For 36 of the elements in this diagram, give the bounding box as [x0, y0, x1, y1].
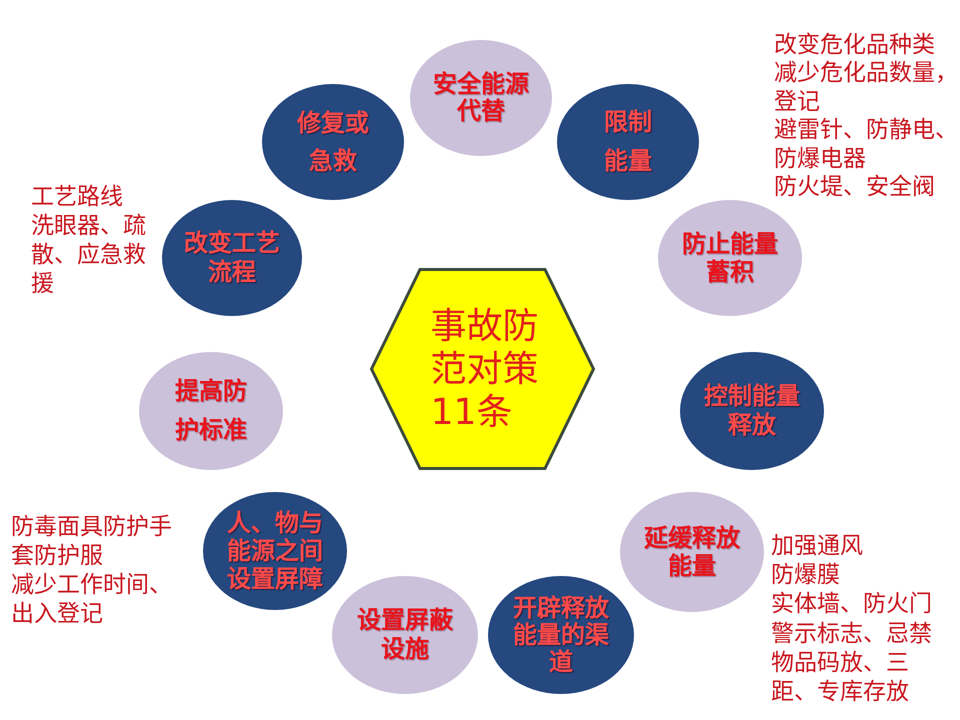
side-note: 工艺路线: [31, 183, 124, 212]
node-label: 事故防范对策11条: [430, 304, 540, 434]
strategy-ellipse: [162, 200, 302, 316]
node-label: 限制能量: [603, 107, 653, 177]
node-label: 设置屏蔽设施: [356, 606, 454, 664]
side-note: 洗眼器、疏散、应急救援: [31, 212, 146, 299]
strategy-ellipse: [680, 352, 824, 470]
node-label: 人、物与能源之间设置屏障: [226, 509, 324, 593]
strategy-ellipse: [262, 84, 404, 200]
node-label: 开辟释放能量的渠道: [512, 594, 610, 676]
side-note: 实体墙、防火门: [771, 590, 933, 620]
strategy-ellipse: [620, 492, 764, 612]
node-label: 控制能量释放: [703, 382, 801, 440]
center-hexagon: [370, 268, 595, 470]
strategy-ellipse: [488, 576, 634, 694]
side-note: 加强通风: [771, 532, 864, 561]
side-note: 防毒面具防护手套防护服: [11, 513, 172, 571]
node-label: 防止能量蓄积: [681, 230, 779, 286]
strategy-ellipse: [203, 492, 347, 610]
side-note: 减少工作时间、出入登记: [11, 571, 172, 629]
node-label: 修复或急救: [296, 108, 370, 177]
strategy-ellipse: [332, 576, 478, 694]
side-note: 防爆膜: [771, 561, 841, 590]
side-note: 改变危化品种类: [774, 31, 936, 60]
side-note: 避雷针、防静电、防爆电器: [774, 116, 958, 174]
side-note: 警示标志、忌禁物品码放、三距、专库存放: [771, 620, 933, 708]
side-note: 防火堤、安全阀: [774, 173, 936, 202]
strategy-ellipse: [658, 200, 802, 316]
node-label: 安全能源代替: [432, 71, 530, 125]
strategy-ellipse: [557, 84, 699, 200]
node-label: 改变工艺流程: [183, 229, 281, 287]
strategy-ellipse: [410, 40, 552, 156]
node-label: 提高防护标准: [174, 376, 248, 446]
strategy-ellipse: [139, 352, 283, 470]
side-note: 减少危化品数量，登记: [774, 59, 958, 116]
node-label: 延缓释放能量: [643, 524, 741, 580]
